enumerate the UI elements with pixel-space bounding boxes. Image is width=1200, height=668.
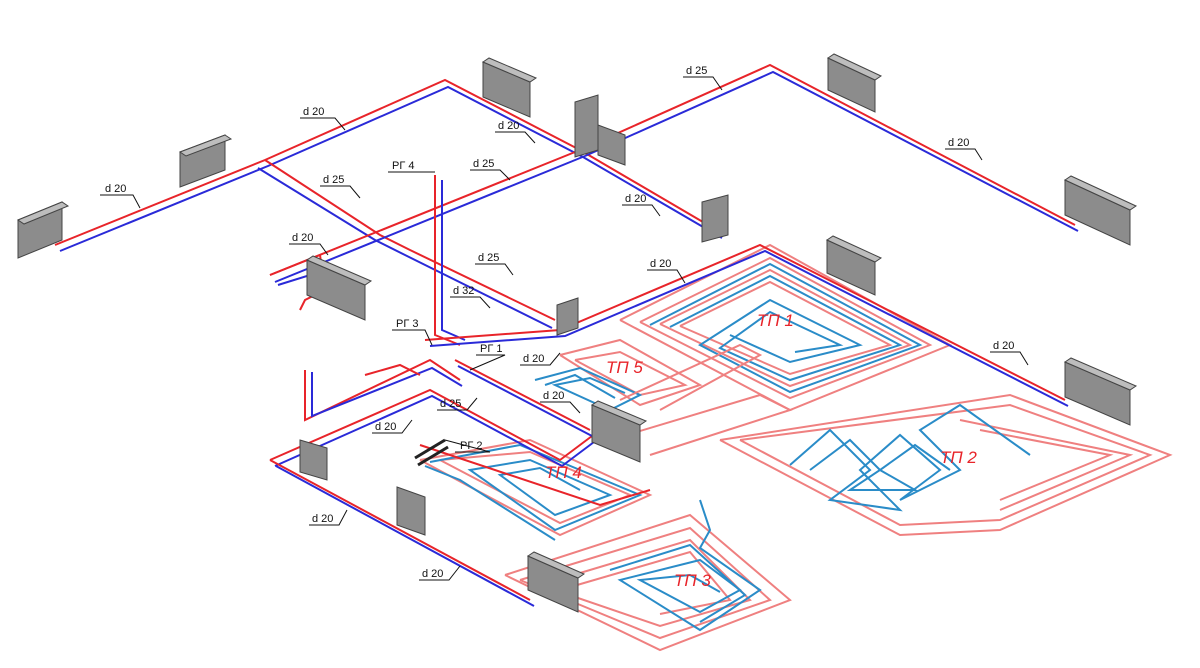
radiator-14 [396, 486, 426, 536]
radiator-6 [1063, 175, 1138, 246]
label-d20: d 20 [948, 137, 969, 149]
label-rg2: РГ 2 [460, 440, 482, 452]
label-d20: d 20 [650, 258, 671, 270]
manifold-rg2 [414, 438, 449, 467]
label-rg1: РГ 1 [480, 343, 502, 355]
label-d20: d 20 [523, 353, 544, 365]
label-d20: d 20 [375, 421, 396, 433]
radiators [16, 53, 1138, 613]
radiator-15 [526, 551, 586, 613]
label-d20: d 20 [105, 183, 126, 195]
label-d20: d 20 [498, 120, 519, 132]
radiator-5 [826, 53, 883, 113]
label-d32: d 32 [453, 285, 474, 297]
label-d25: d 25 [686, 65, 707, 77]
pipe-network [54, 63, 1079, 607]
label-d25: d 25 [473, 158, 494, 170]
manifold-labels: РГ 4 РГ 3 РГ 1 РГ 2 [392, 160, 502, 452]
label-d25: d 25 [323, 174, 344, 186]
zone-label-tp4: ТП 4 [545, 463, 582, 482]
radiator-11 [1063, 357, 1138, 426]
floor-loop-tp3 [504, 499, 792, 652]
label-rg4: РГ 4 [392, 160, 414, 172]
radiator-8 [305, 255, 373, 321]
label-rg3: РГ 3 [396, 318, 418, 330]
zone-label-tp5: ТП 5 [606, 358, 643, 377]
zone-labels: ТП 1 ТП 2 ТП 3 ТП 4 ТП 5 [545, 311, 977, 590]
zone-label-tp3: ТП 3 [674, 571, 711, 590]
radiator-7 [701, 194, 729, 243]
radiator-10 [825, 235, 883, 296]
label-d20: d 20 [303, 106, 324, 118]
radiator-9 [556, 297, 579, 336]
leader-lines [100, 76, 1029, 581]
label-d20: d 20 [993, 340, 1014, 352]
floor-loop-tp1 [619, 243, 953, 412]
label-d25: d 25 [440, 398, 461, 410]
pipe-labels: d 20 d 20 d 20 d 25 d 25 d 20 d 25 d 20 … [105, 65, 1014, 580]
label-d20: d 20 [625, 193, 646, 205]
label-d25: d 25 [478, 252, 499, 264]
zone-label-tp1: ТП 1 [757, 311, 794, 330]
label-d20: d 20 [312, 513, 333, 525]
radiator-2 [178, 134, 233, 188]
radiator-13 [299, 439, 328, 481]
label-d20: d 20 [292, 232, 313, 244]
radiator-3 [481, 57, 538, 118]
label-d20: d 20 [543, 390, 564, 402]
floor-loop-tp5 [534, 338, 763, 412]
label-d20: d 20 [422, 568, 443, 580]
radiator-1 [16, 201, 70, 259]
radiator-4 [574, 94, 626, 166]
zone-label-tp2: ТП 2 [940, 448, 977, 467]
floor-loop-tp2 [719, 393, 1173, 537]
radiator-12 [590, 400, 648, 463]
